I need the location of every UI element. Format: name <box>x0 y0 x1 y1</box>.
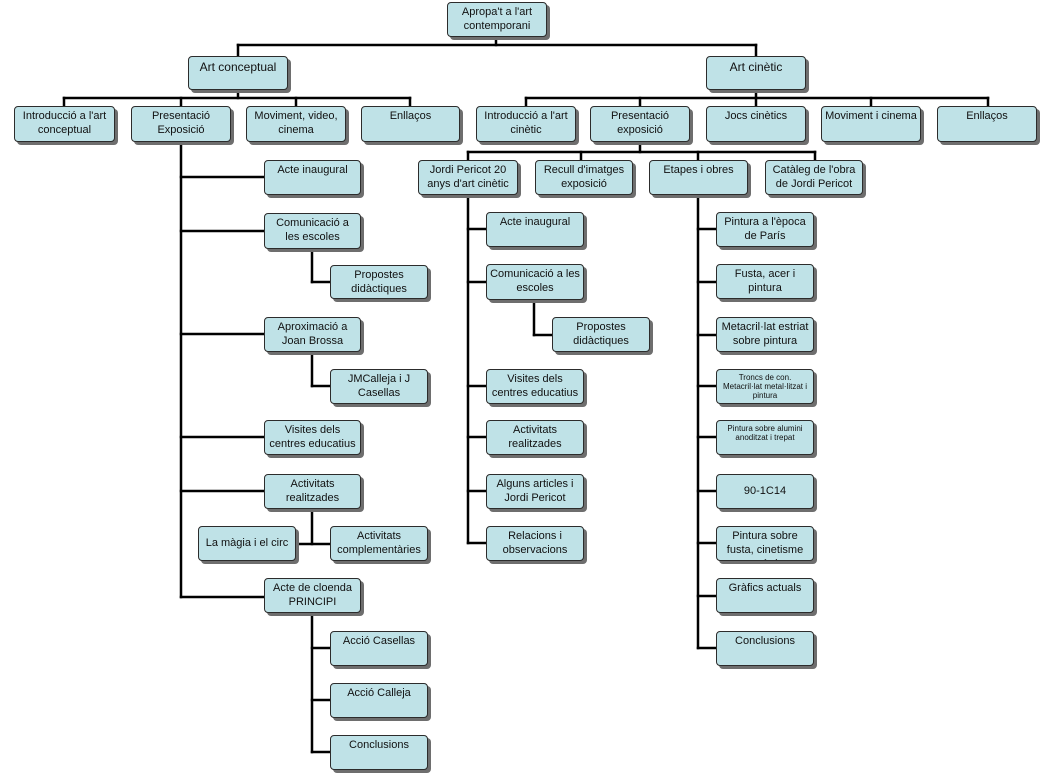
node-cinetic-recull[interactable]: Recull d'imatges exposició <box>535 160 633 195</box>
node-conceptual-accio-calleja[interactable]: Acció Calleja <box>330 683 428 718</box>
node-conceptual-jmcalleja[interactable]: JMCalleja i J Casellas <box>330 369 428 404</box>
node-cinetic-fusta-cinetisme[interactable]: Pintura sobre fusta, cinetisme orgànic <box>716 526 814 561</box>
node-art-conceptual[interactable]: Art conceptual <box>188 56 288 90</box>
node-cinetic-fusta-acer[interactable]: Fusta, acer i pintura <box>716 264 814 299</box>
node-cinetic-troncs[interactable]: Troncs de con. Metacril·lat metal·litzat… <box>716 369 814 404</box>
node-art-cinetic[interactable]: Art cinètic <box>706 56 806 90</box>
node-cinetic-metacrilat[interactable]: Metacril·lat estriat sobre pintura <box>716 317 814 352</box>
node-conceptual-moviment[interactable]: Moviment, video, cinema <box>246 106 346 142</box>
node-root[interactable]: Apropa't a l'art contemporani <box>447 2 547 37</box>
node-cinetic-alumini[interactable]: Pintura sobre alumini anoditzat i trepat <box>716 420 814 455</box>
node-conceptual-acte-inaugural[interactable]: Acte inaugural <box>264 160 361 195</box>
node-conceptual-propostes[interactable]: Propostes didàctiques <box>330 265 428 299</box>
node-conceptual-cloenda[interactable]: Acte de cloenda PRINCIPI <box>264 578 361 613</box>
node-cinetic-propostes[interactable]: Propostes didàctiques <box>552 317 650 352</box>
node-cinetic-etapes[interactable]: Etapes i obres <box>649 160 748 195</box>
node-cinetic-relacions[interactable]: Relacions i observacions <box>486 526 584 561</box>
node-cinetic-conclusions[interactable]: Conclusions <box>716 631 814 666</box>
node-cinetic-acte-inaugural[interactable]: Acte inaugural <box>486 212 584 247</box>
node-cinetic-grafics[interactable]: Gràfics actuals <box>716 578 814 613</box>
node-conceptual-intro[interactable]: Introducció a l'art conceptual <box>14 106 115 142</box>
node-conceptual-visites[interactable]: Visites dels centres educatius <box>264 420 361 455</box>
node-conceptual-presentacio[interactable]: Presentació Exposició <box>131 106 231 142</box>
node-conceptual-accio-casellas[interactable]: Acció Casellas <box>330 631 428 666</box>
node-cinetic-activitats[interactable]: Activitats realitzades <box>486 420 584 455</box>
node-conceptual-activitats[interactable]: Activitats realitzades <box>264 474 361 509</box>
node-cinetic-jordi[interactable]: Jordi Pericot 20 anys d'art cinètic <box>418 160 518 195</box>
node-conceptual-comunicacio[interactable]: Comunicació a les escoles <box>264 213 361 249</box>
node-conceptual-conclusions[interactable]: Conclusions <box>330 735 428 770</box>
node-cinetic-cataleg[interactable]: Catàleg de l'obra de Jordi Pericot <box>765 160 863 195</box>
node-cinetic-pintura-paris[interactable]: Pintura a l'època de París <box>716 212 814 247</box>
node-conceptual-enllacos[interactable]: Enllaços <box>361 106 460 142</box>
node-cinetic-visites[interactable]: Visites dels centres educatius <box>486 369 584 404</box>
node-conceptual-complementaries[interactable]: Activitats complementàries <box>330 526 428 561</box>
node-cinetic-jocs[interactable]: Jocs cinètics <box>706 106 806 142</box>
node-cinetic-comunicacio[interactable]: Comunicació a les escoles <box>486 264 584 300</box>
node-cinetic-enllacos[interactable]: Enllaços <box>937 106 1037 142</box>
node-cinetic-intro[interactable]: Introducció a l'art cinètic <box>476 106 576 142</box>
node-conceptual-magia[interactable]: La màgia i el circ <box>198 526 296 561</box>
node-conceptual-aproximacio[interactable]: Aproximació a Joan Brossa <box>264 317 361 352</box>
node-cinetic-presentacio[interactable]: Presentació exposició <box>590 106 690 142</box>
node-cinetic-code[interactable]: 90-1C14 <box>716 474 814 509</box>
node-cinetic-articles[interactable]: Alguns articles i Jordi Pericot <box>486 474 584 509</box>
node-cinetic-moviment[interactable]: Moviment i cinema <box>821 106 921 142</box>
